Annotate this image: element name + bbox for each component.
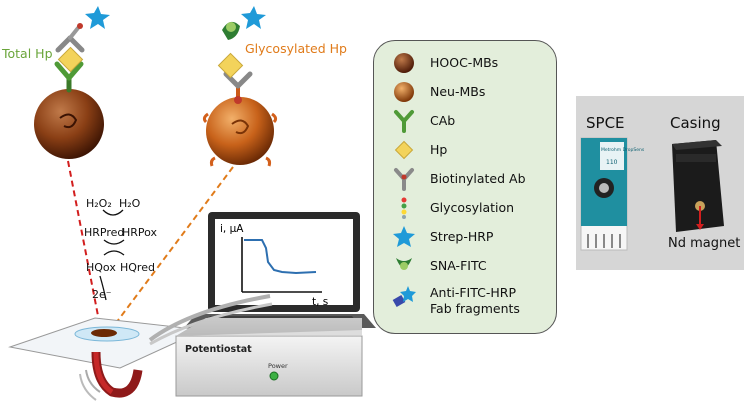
biotinylated-antibody xyxy=(55,23,85,53)
glyco-hp-connector xyxy=(112,166,234,328)
total-hp-assembly xyxy=(34,6,110,159)
h2o-text: H₂O xyxy=(119,197,141,210)
glycan-linker xyxy=(234,86,242,104)
strep-hrp-icon xyxy=(85,6,110,29)
spce-label: SPCE xyxy=(586,114,625,132)
neu-mb-icon xyxy=(390,80,418,104)
photo-drawing: Metrohm DropSens 110 xyxy=(580,137,724,251)
legend-label-hooc-mbs: HOOC-MBs xyxy=(430,55,499,70)
hp-antigen xyxy=(57,46,84,73)
spce-casing-photo: SPCE Casing Metrohm DropSens 110 Nd magn… xyxy=(576,96,744,270)
bead-deposit xyxy=(91,329,117,337)
legend-label-neu-mbs: Neu-MBs xyxy=(430,84,486,99)
strep-hrp-icon xyxy=(390,225,418,249)
electrons-text: 2e⁻ xyxy=(92,288,112,301)
nd-magnet-label: Nd magnet xyxy=(668,236,741,251)
potentiostat: Potentiostat Power xyxy=(175,318,363,397)
legend-label-cab: CAb xyxy=(430,113,456,128)
total-hp-connector xyxy=(67,160,101,327)
legend-label-sna-fitc: SNA-FITC xyxy=(430,258,487,273)
hq-ox-text: HQox xyxy=(86,261,116,274)
casing-label: Casing xyxy=(670,114,721,132)
capture-antibody xyxy=(54,61,84,93)
spce-model: 110 xyxy=(606,159,618,166)
legend-label-glycosylation: Glycosylation xyxy=(430,200,515,215)
power-label: Power xyxy=(268,362,288,370)
anti-fitc-hrp-star xyxy=(241,6,266,29)
hooc-mb-bead xyxy=(34,89,104,159)
hq-red-text: HQred xyxy=(120,261,155,274)
h2o2-text: H₂O₂ xyxy=(86,197,112,210)
reaction-scheme: H₂O₂ H₂O HRPred HRPox HQox HQred 2e⁻ xyxy=(84,197,158,301)
graph-y-label: i, µA xyxy=(220,223,244,235)
hp-antigen-2 xyxy=(217,52,244,79)
laptop-screen xyxy=(215,219,353,305)
legend-label-anti-fitc-hrp: Anti-FITC-HRP xyxy=(430,285,516,300)
power-led xyxy=(269,371,279,381)
graph-x-label: t, s xyxy=(312,296,328,308)
cab-icon xyxy=(390,109,418,133)
legend-label-strep-hrp: Strep-HRP xyxy=(430,229,494,244)
total-hp-label: Total Hp xyxy=(1,46,53,61)
sna-fitc xyxy=(222,21,240,40)
sna-fitc-icon xyxy=(390,254,418,278)
hrp-ox-text: HRPox xyxy=(122,226,158,239)
hp-icon xyxy=(390,138,418,162)
glycosylated-hp-label: Glycosylated Hp xyxy=(245,41,347,56)
neu-mb-bead xyxy=(206,97,274,165)
capture-antibody-2 xyxy=(223,71,253,89)
legend-label-fab-fragments: Fab fragments xyxy=(430,301,520,316)
current-graph: i, µA t, s xyxy=(220,223,328,308)
biotinylated-ab-icon xyxy=(390,167,418,191)
hooc-mb-icon xyxy=(390,51,418,75)
spce-brand: Metrohm DropSens xyxy=(601,147,645,153)
electrode-stage xyxy=(8,317,205,401)
legend-panel: HOOC-MBs Neu-MBs CAb Hp Biotinylated Ab … xyxy=(373,40,557,334)
current-trace xyxy=(244,239,317,275)
anti-fitc-hrp-icon xyxy=(390,285,418,309)
legend-label-biotinylated-ab: Biotinylated Ab xyxy=(430,171,526,186)
glycosylation-icon xyxy=(390,196,418,220)
hrp-red-text: HRPred xyxy=(84,226,124,239)
legend-label-hp: Hp xyxy=(430,142,448,157)
potentiostat-label: Potentiostat xyxy=(185,344,252,355)
glycosylated-hp-assembly xyxy=(202,6,278,167)
